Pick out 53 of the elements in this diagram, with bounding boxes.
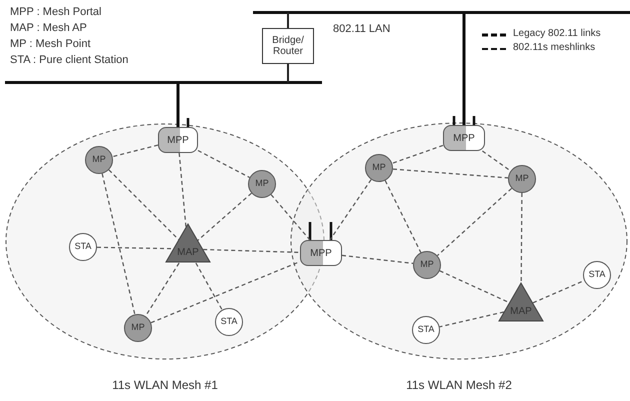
mesh-portal-node: MPP [443,125,485,151]
access-point-triangle: MAP [498,282,544,322]
mesh-link [108,169,179,240]
abbreviation-note: STA : Pure client Station [10,54,128,66]
mesh-link [532,280,584,304]
lan-bus-line [5,81,322,84]
abbreviation-note: MPP : Mesh Portal [10,6,102,18]
abbreviation-note: MAP : Mesh AP [10,22,87,34]
mesh-link [195,262,223,310]
wired-link [287,12,289,28]
mesh-link [112,144,158,158]
station-circle: STA [215,308,243,336]
mesh-link [392,144,444,164]
mesh-link [329,179,372,240]
legend-text: Legacy 802.11 links [513,28,601,39]
mesh-link [342,254,414,264]
station-circle: STA [583,261,611,289]
bridge-router-box: Bridge/ Router [262,28,314,64]
mesh-link [482,150,511,172]
mesh-portal-node: MPP [158,127,198,153]
station-circle: STA [412,316,440,344]
mesh-link [150,261,300,324]
mesh-link [203,248,300,253]
mesh-link [392,168,508,178]
legend-text: 802.11s meshlinks [513,42,596,53]
mesh-point-circle: MP [413,251,441,279]
mesh-caption: 11s WLAN Mesh #2 [405,378,513,392]
mesh-link [198,192,252,241]
network-label: 802.11 LAN [333,23,390,35]
mesh-link [96,246,174,250]
mesh-link [520,193,522,282]
mesh-caption: 11s WLAN Mesh #1 [111,378,219,392]
access-point-triangle: MAP [165,223,211,263]
mesh-point-circle: MP [85,146,113,174]
mesh-point-circle: MP [365,154,393,182]
mesh-point-circle: MP [508,165,536,193]
station-circle: STA [69,233,97,261]
mesh-link [270,194,310,240]
mesh-link [384,180,422,253]
mesh-point-circle: MP [124,314,152,342]
mesh-link [102,173,136,315]
wired-link [462,12,466,125]
mesh-point-circle: MP [248,170,276,198]
wired-link [176,82,180,127]
mesh-link [439,270,510,304]
mesh-link [439,311,504,328]
wired-link [287,64,289,82]
mesh-link [178,152,186,227]
mesh-link [437,188,512,256]
abbreviation-note: MP : Mesh Point [10,38,90,50]
mesh-link [145,262,180,317]
lan-bus-line [253,11,630,14]
mesh-link [198,150,250,178]
